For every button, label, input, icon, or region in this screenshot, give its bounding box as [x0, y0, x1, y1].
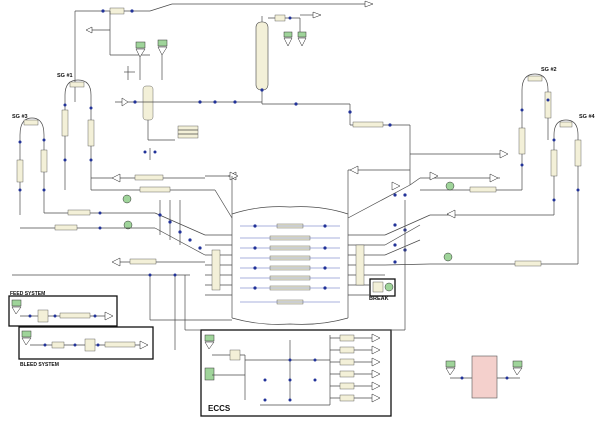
- left-tie-lines: [12, 257, 232, 350]
- misc-taps: [229, 149, 509, 214]
- sg3-label: SG #3: [12, 114, 28, 120]
- feed-system-label: FEED SYSTEM: [10, 291, 45, 297]
- sg3-loop: [16, 117, 155, 231]
- break-contents: [372, 281, 394, 293]
- right-outlet-bundle: [347, 177, 431, 296]
- pink-tank-group: [445, 355, 523, 399]
- top-valve-line: [74, 0, 374, 102]
- upper-left-sources: [115, 39, 262, 160]
- pressurizer-vessel: [255, 21, 269, 91]
- sg4-label: SG #4: [579, 114, 596, 120]
- pressurizer-taps: [268, 11, 322, 47]
- bleed-system-label: BLEED SYSTEM: [20, 362, 59, 368]
- eccs-label: ECCS: [208, 404, 231, 413]
- bleed-system-box: [18, 326, 154, 360]
- sg4-loop: [430, 119, 582, 267]
- sg2-loop: [420, 73, 552, 193]
- right-tie-lines: [347, 165, 410, 331]
- eccs-box: [200, 329, 392, 417]
- pressurizer-group: [255, 16, 411, 185]
- reactor-vessel: [231, 206, 349, 325]
- sg1-loop: [61, 79, 237, 204]
- feed-system-contents: [11, 299, 114, 323]
- break-box: [369, 278, 396, 297]
- sg2-label: SG #2: [541, 67, 557, 73]
- break-label: BREAK: [369, 296, 389, 302]
- bleed-system-contents: [21, 330, 149, 352]
- eccs-contents: [204, 333, 381, 406]
- sg1-label: SG #1: [57, 73, 73, 79]
- feed-system-box: [8, 295, 118, 327]
- pink-tank: [471, 355, 498, 399]
- left-inlet-bundle: [154, 189, 233, 296]
